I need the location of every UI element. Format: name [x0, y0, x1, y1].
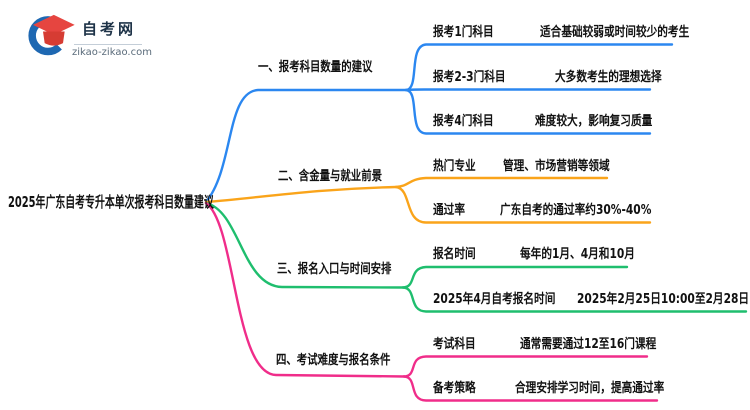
logo-domain: zikao-zikao.com — [72, 47, 152, 58]
leaf-value: 通常需要通过12至16门课程 — [520, 337, 657, 352]
leaf-value: 2025年2月25日10:00至2月28日12:00 — [577, 292, 750, 307]
leaf-key: 热门专业 — [433, 159, 476, 174]
branch4-item1-line — [402, 355, 649, 378]
leaf-value: 合理安排学习时间，提高通过率 — [515, 381, 665, 396]
branch1-item2-line — [404, 88, 652, 92]
leaf-key: 报考2-3门科目 — [433, 70, 506, 85]
logo-title: 自考网 — [82, 20, 137, 38]
branch2-trunk-line — [204, 185, 398, 204]
leaf-value: 适合基础较弱或时间较少的考生 — [540, 25, 690, 40]
logo-divider — [74, 44, 142, 45]
leaf-key: 报考4门科目 — [433, 114, 494, 129]
branch1-trunk-line — [204, 88, 408, 204]
leaf-key: 报名时间 — [433, 247, 476, 262]
leaf-key: 2025年4月自考报名时间 — [433, 292, 556, 307]
branch-label-2: 二、含金量与就业前景 — [278, 169, 383, 184]
branch1-item1-line — [404, 43, 674, 92]
branch3-item1-line — [401, 265, 629, 289]
leaf-value: 大多数考生的理想选择 — [555, 70, 662, 85]
leaf-value: 难度较大，影响复习质量 — [535, 114, 653, 129]
branch2-item1-line — [394, 176, 609, 189]
branch4-trunk-line — [204, 201, 406, 378]
branch4-item2-line — [402, 375, 659, 402]
branch-label-3: 三、报名入口与时间安排 — [277, 262, 392, 277]
leaf-value: 广东自考的通过率约30%-40% — [500, 203, 652, 218]
central-topic: 2025年广东自考专升本单次报考科目数量建议 — [8, 193, 214, 211]
branch3-trunk-line — [204, 201, 405, 289]
branch2-item2-line — [394, 185, 652, 224]
branch1-item3-line — [404, 88, 652, 135]
branch-label-4: 四、考试难度与报名条件 — [276, 353, 391, 368]
leaf-key: 通过率 — [433, 203, 465, 218]
leaf-value: 管理、市场营销等领域 — [503, 159, 610, 174]
leaf-value: 每年的1月、4月和10月 — [520, 247, 635, 262]
leaf-key: 报考1门科目 — [433, 25, 494, 40]
branch-label-1: 一、报考科目数量的建议 — [258, 60, 373, 75]
site-logo: 自考网 zikao-zikao.com — [26, 6, 176, 62]
graduation-cap-icon — [28, 14, 75, 56]
branch3-item2-line — [401, 286, 748, 313]
leaf-key: 考试科目 — [433, 337, 476, 352]
leaf-key: 备考策略 — [433, 381, 476, 396]
